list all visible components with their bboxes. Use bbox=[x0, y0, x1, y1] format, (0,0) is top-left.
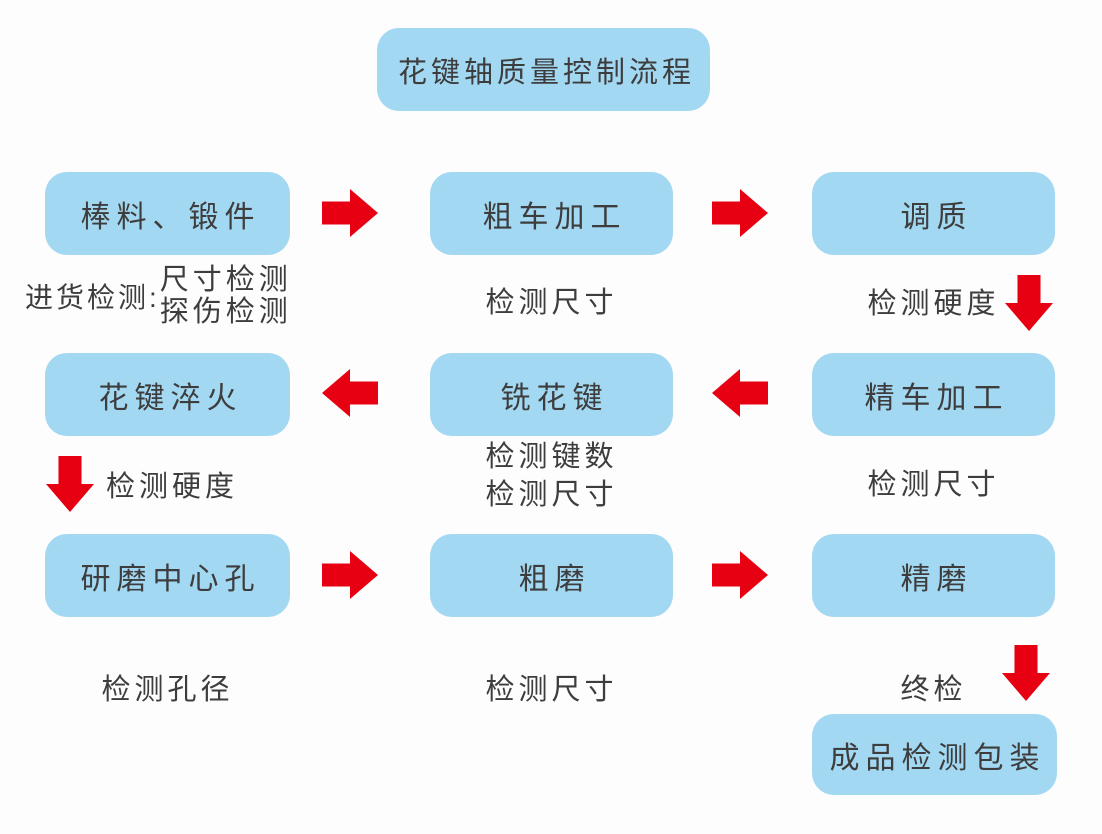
node-final-packaging: 成品检测包装 bbox=[812, 714, 1057, 795]
node-fine-turning: 精车加工 bbox=[812, 353, 1055, 436]
check-fine-turning: 检测尺寸 bbox=[867, 469, 1000, 501]
arrow-right-icon bbox=[322, 551, 378, 599]
final-check-group: 终检 bbox=[812, 643, 1055, 706]
check-quench-temper: 检测硬度 bbox=[867, 288, 1000, 320]
arrow-down-icon bbox=[46, 456, 94, 512]
arrow-right-icon bbox=[322, 189, 378, 237]
incoming-inspection-prefix: 进货检测: bbox=[25, 282, 160, 313]
check-grind-center-hole: 检测孔径 bbox=[101, 674, 234, 706]
node-spline-milling: 铣花键 bbox=[430, 353, 673, 436]
flowchart-title: 花键轴质量控制流程 bbox=[377, 28, 710, 111]
arrow-left-icon bbox=[712, 369, 768, 417]
final-check-label: 终检 bbox=[900, 674, 967, 706]
check-quench-temper-group: 检测硬度 bbox=[812, 272, 1055, 334]
check-spline-milling-line2: 检测尺寸 bbox=[485, 479, 618, 511]
check-rough-turning: 检测尺寸 bbox=[485, 287, 618, 319]
check-spline-quench: 检测硬度 bbox=[106, 471, 239, 503]
node-rough-grinding: 粗磨 bbox=[430, 534, 673, 617]
check-spline-milling-line1: 检测键数 bbox=[485, 441, 618, 473]
node-spline-quench: 花键淬火 bbox=[45, 353, 290, 436]
incoming-inspection-item: 尺寸检测 bbox=[159, 264, 292, 296]
node-raw-material: 棒料、锻件 bbox=[45, 172, 290, 255]
node-quench-temper: 调质 bbox=[812, 172, 1055, 255]
node-fine-grinding: 精磨 bbox=[812, 534, 1055, 617]
arrow-right-icon bbox=[712, 189, 768, 237]
incoming-inspection-items: 尺寸检测 探伤检测 bbox=[160, 264, 292, 328]
incoming-inspection-label: 进货检测: 尺寸检测 探伤检测 bbox=[25, 264, 292, 328]
incoming-inspection-item: 探伤检测 bbox=[159, 296, 292, 328]
check-spline-milling: 检测键数 检测尺寸 bbox=[430, 438, 673, 514]
node-rough-turning: 粗车加工 bbox=[430, 172, 673, 255]
check-rough-grinding: 检测尺寸 bbox=[485, 674, 618, 706]
arrow-left-icon bbox=[322, 369, 378, 417]
check-spline-quench-group: 检测硬度 bbox=[46, 456, 238, 512]
node-grind-center-hole: 研磨中心孔 bbox=[45, 534, 290, 617]
arrow-right-icon bbox=[712, 551, 768, 599]
